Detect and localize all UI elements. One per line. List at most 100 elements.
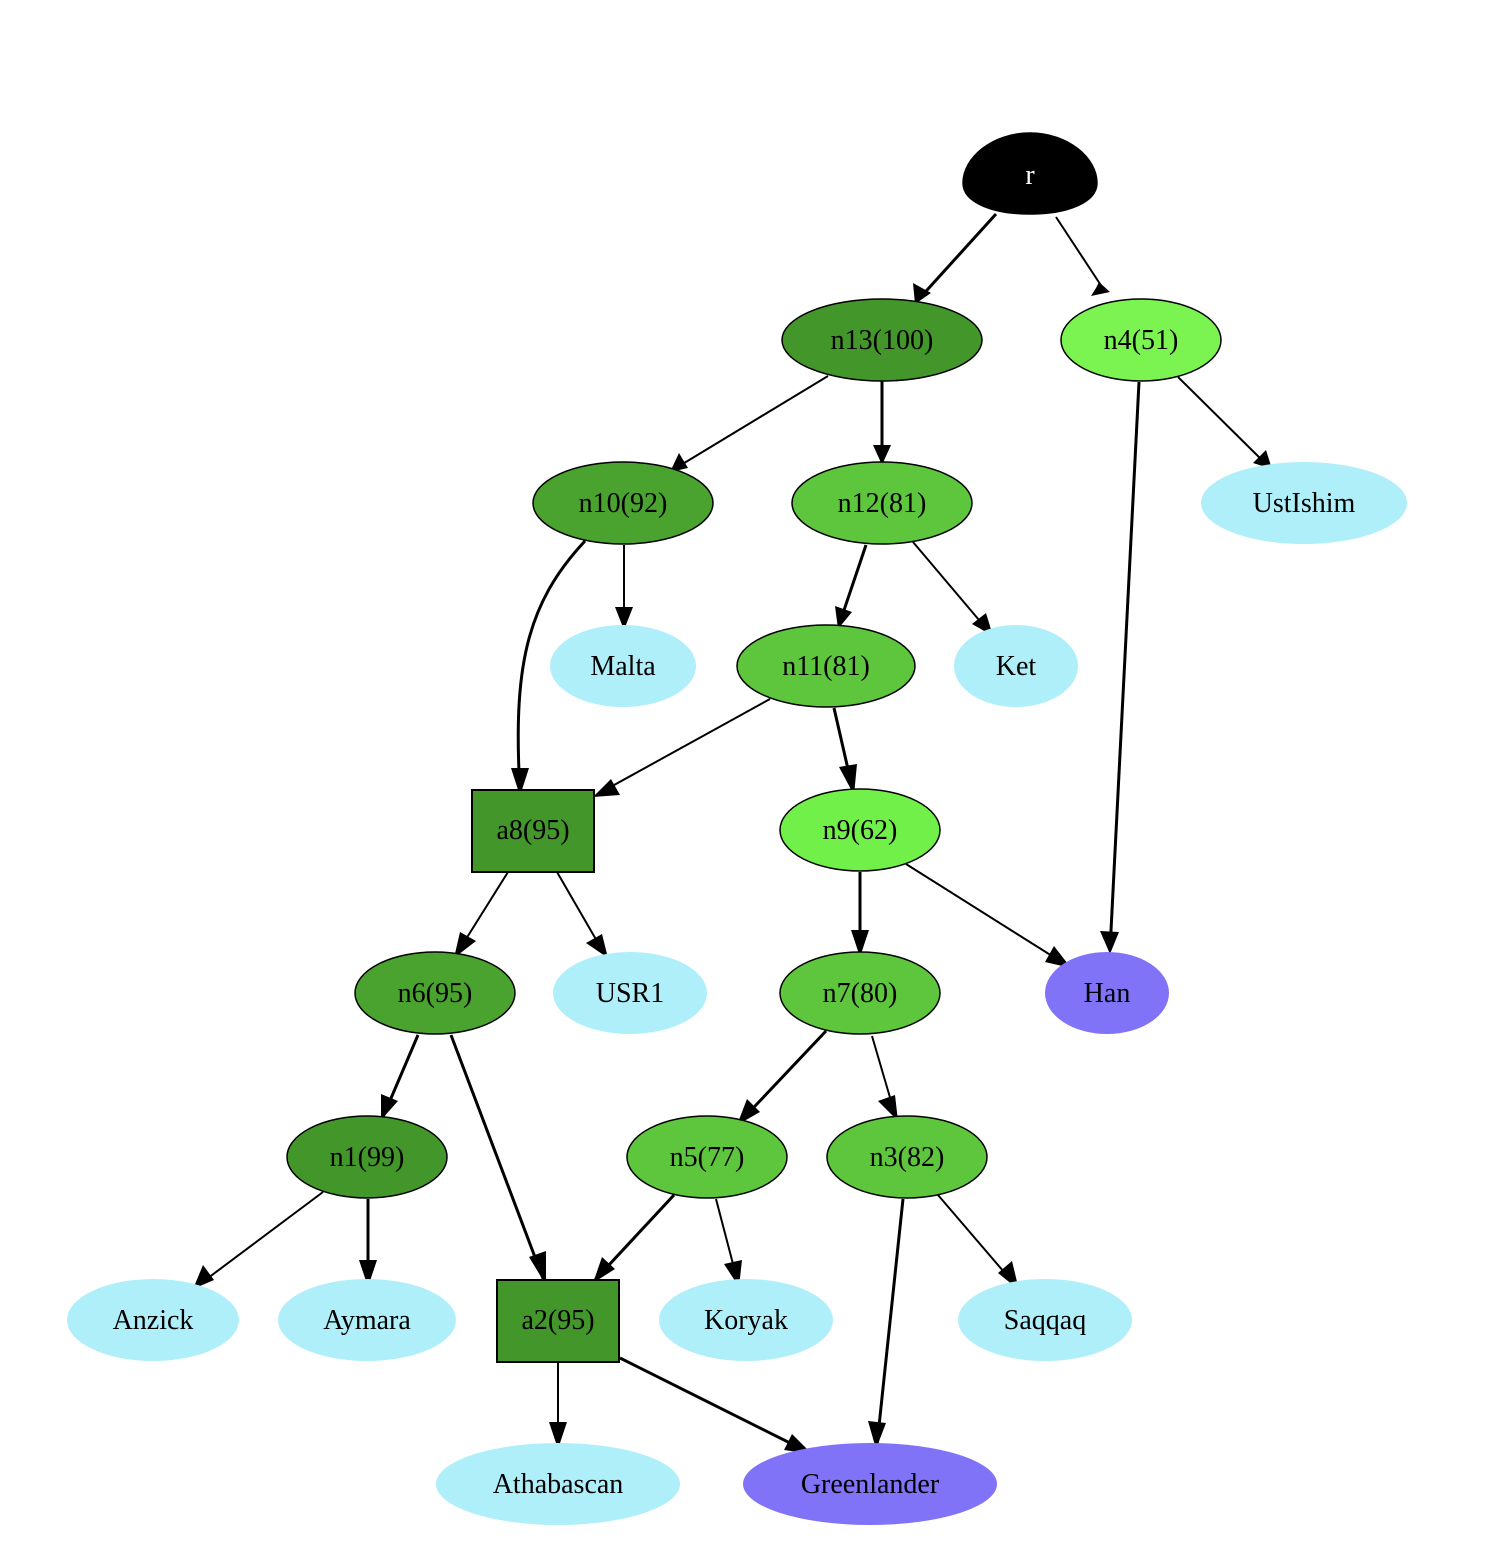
nodes: r n13(100) n4(51) n10(92) n12(81) UstIsh… bbox=[67, 132, 1407, 1525]
arrowhead-n11-n9 bbox=[839, 764, 857, 795]
edge-n4-han bbox=[1108, 381, 1141, 951]
node-r-shape bbox=[962, 132, 1098, 215]
node-saqqaq-label: Saqqaq bbox=[1004, 1305, 1086, 1336]
arrowhead-n5-a2 bbox=[593, 1257, 615, 1283]
edge-n11-a8 bbox=[595, 698, 771, 796]
node-a2-shape bbox=[496, 1279, 620, 1363]
arrowhead-n6-a2 bbox=[529, 1251, 546, 1285]
node-n11: n11(81) bbox=[736, 624, 916, 708]
node-n4-label: n4(51) bbox=[1104, 325, 1179, 356]
node-n12-label: n12(81) bbox=[838, 488, 927, 519]
node-ustishim-shape bbox=[1201, 462, 1407, 544]
node-koryak: Koryak bbox=[659, 1279, 833, 1361]
node-n6-shape bbox=[354, 951, 516, 1035]
node-n6-label: n6(95) bbox=[398, 978, 473, 1009]
arrowhead-n12-n11 bbox=[835, 606, 852, 629]
node-n13: n13(100) bbox=[781, 298, 983, 382]
node-koryak-label: Koryak bbox=[704, 1305, 788, 1336]
node-n4: n4(51) bbox=[1060, 298, 1222, 382]
arrowheads bbox=[193, 282, 1272, 1454]
node-usr1-shape bbox=[553, 952, 707, 1034]
arrowhead-n11-a8 bbox=[593, 779, 620, 797]
node-n10-label: n10(92) bbox=[579, 488, 668, 519]
node-n5-label: n5(77) bbox=[670, 1142, 745, 1173]
node-malta-shape bbox=[550, 625, 696, 707]
arrowhead-n4-ustishim bbox=[1253, 450, 1272, 469]
arrowhead-n1-aymara bbox=[359, 1260, 377, 1287]
node-malta-label: Malta bbox=[590, 651, 656, 682]
arrowhead-n9-han bbox=[1045, 946, 1071, 968]
node-ket: Ket bbox=[954, 625, 1078, 707]
node-n7-shape bbox=[779, 951, 941, 1035]
arrowhead-n10-a8 bbox=[511, 768, 529, 796]
node-anzick: Anzick bbox=[67, 1279, 239, 1361]
arrowhead-r-n13 bbox=[913, 283, 931, 304]
node-greenlander-label: Greenlander bbox=[801, 1469, 940, 1500]
node-a2-label: a2(95) bbox=[521, 1305, 594, 1336]
node-n1: n1(99) bbox=[286, 1115, 448, 1199]
node-aymara-shape bbox=[278, 1279, 456, 1361]
edge-n1-anzick bbox=[195, 1191, 324, 1288]
arrowhead-n7-n5 bbox=[737, 1099, 760, 1125]
node-r: r bbox=[962, 132, 1098, 215]
arrowhead-n1-anzick bbox=[193, 1265, 214, 1289]
node-koryak-shape bbox=[659, 1279, 833, 1361]
node-saqqaq-shape bbox=[958, 1279, 1132, 1361]
node-n10: n10(92) bbox=[532, 461, 714, 545]
node-greenlander: Greenlander bbox=[743, 1443, 997, 1525]
edge-r-n4 bbox=[1055, 216, 1105, 291]
arrowhead-a8-n6 bbox=[454, 932, 476, 958]
edge-r-n13 bbox=[916, 212, 998, 302]
node-aymara-label: Aymara bbox=[323, 1305, 411, 1336]
arrowhead-n10-malta bbox=[615, 607, 633, 630]
node-han-shape bbox=[1045, 952, 1169, 1034]
edge-n10-a8 bbox=[516, 539, 587, 794]
node-n13-label: n13(100) bbox=[831, 325, 934, 356]
node-aymara: Aymara bbox=[278, 1279, 456, 1361]
edge-n4-ustishim bbox=[1177, 376, 1269, 467]
edge-n12-ket bbox=[912, 541, 991, 634]
node-usr1: USR1 bbox=[553, 952, 707, 1034]
node-saqqaq: Saqqaq bbox=[958, 1279, 1132, 1361]
node-greenlander-shape bbox=[743, 1443, 997, 1525]
node-anzick-label: Anzick bbox=[113, 1305, 194, 1336]
arrowhead-n13-n10 bbox=[670, 453, 688, 472]
node-r-label: r bbox=[1025, 160, 1035, 191]
edge-n9-han bbox=[905, 863, 1069, 967]
edge-n3-greenlander bbox=[875, 1198, 905, 1446]
node-han-label: Han bbox=[1084, 978, 1131, 1009]
node-han: Han bbox=[1045, 952, 1169, 1034]
node-n7-label: n7(80) bbox=[823, 978, 898, 1009]
node-n5: n5(77) bbox=[626, 1115, 788, 1199]
node-ustishim: UstIshim bbox=[1201, 462, 1407, 544]
arrowhead-a2-athabascan bbox=[549, 1422, 567, 1449]
arrowhead-n3-greenlander bbox=[868, 1421, 886, 1449]
node-a8-label: a8(95) bbox=[496, 815, 569, 846]
node-n10-shape bbox=[532, 461, 714, 545]
node-n1-label: n1(99) bbox=[330, 1142, 405, 1173]
node-athabascan-shape bbox=[436, 1443, 680, 1525]
arrowhead-a8-usr1 bbox=[586, 934, 608, 958]
arrowhead-n6-n1 bbox=[381, 1094, 398, 1120]
node-n5-shape bbox=[626, 1115, 788, 1199]
node-ket-shape bbox=[954, 625, 1078, 707]
node-n1-shape bbox=[286, 1115, 448, 1199]
node-athabascan: Athabascan bbox=[436, 1443, 680, 1525]
node-n3: n3(82) bbox=[826, 1115, 988, 1199]
node-a8-shape bbox=[471, 789, 595, 873]
node-a2: a2(95) bbox=[496, 1279, 620, 1363]
node-n4-shape bbox=[1060, 298, 1222, 382]
node-athabascan-label: Athabascan bbox=[493, 1469, 624, 1500]
edge-a2-greenlander bbox=[619, 1356, 809, 1454]
node-malta: Malta bbox=[550, 625, 696, 707]
node-n12: n12(81) bbox=[791, 461, 973, 545]
arrowhead-n13-n12 bbox=[873, 445, 891, 465]
arrowhead-n7-n3 bbox=[878, 1095, 898, 1121]
node-anzick-shape bbox=[67, 1279, 239, 1361]
node-ustishim-label: UstIshim bbox=[1253, 488, 1356, 519]
node-n3-label: n3(82) bbox=[870, 1142, 945, 1173]
node-n7: n7(80) bbox=[779, 951, 941, 1035]
arrowhead-n4-han bbox=[1100, 931, 1119, 954]
node-n6: n6(95) bbox=[354, 951, 516, 1035]
